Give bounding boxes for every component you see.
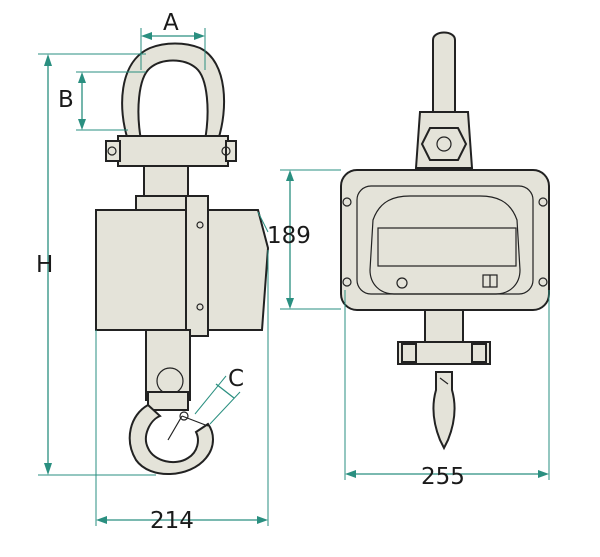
housing-rear bbox=[207, 209, 270, 331]
shackle-nut-left bbox=[105, 140, 121, 162]
dimension-label-189: 189 bbox=[267, 223, 311, 249]
bolt-icon bbox=[107, 146, 117, 156]
lower-neck bbox=[145, 329, 191, 401]
top-shackle bbox=[432, 31, 456, 113]
corner-screw-icon bbox=[342, 197, 352, 207]
screw-icon bbox=[196, 303, 204, 311]
front-hook-icon bbox=[432, 371, 456, 451]
dimension-label-214: 214 bbox=[150, 508, 194, 534]
dimension-label-255: 255 bbox=[421, 464, 465, 490]
dimension-label-a: A bbox=[163, 10, 179, 36]
shackle-pin-bar bbox=[117, 135, 229, 167]
display-bezel bbox=[369, 195, 521, 295]
swivel-hex-nut bbox=[420, 127, 468, 161]
shackle-nut-right bbox=[225, 140, 237, 162]
corner-screw-icon bbox=[538, 277, 548, 287]
front-view bbox=[340, 31, 550, 451]
lcd-screen bbox=[377, 227, 517, 267]
indicator-light-icon bbox=[396, 277, 408, 289]
hook-shank bbox=[147, 391, 189, 411]
dimension-lines bbox=[38, 28, 550, 526]
hook-icon bbox=[128, 403, 214, 475]
dimension-label-b: B bbox=[58, 87, 74, 113]
screw-icon bbox=[196, 221, 204, 229]
lower-pin-bar bbox=[397, 341, 491, 365]
corner-screw-icon bbox=[342, 277, 352, 287]
bolt-icon bbox=[221, 146, 231, 156]
upper-neck bbox=[143, 165, 189, 197]
lower-nut-left bbox=[401, 343, 417, 363]
lower-nut-right bbox=[471, 343, 487, 363]
housing-body bbox=[95, 209, 193, 331]
shackle-bow bbox=[121, 42, 226, 141]
dimension-label-c: C bbox=[228, 366, 244, 392]
swivel-bolt-icon bbox=[436, 136, 452, 152]
housing-flange bbox=[185, 195, 209, 337]
hook-latch bbox=[167, 415, 209, 441]
corner-screw-icon bbox=[538, 197, 548, 207]
dimension-label-h: H bbox=[36, 252, 53, 278]
side-view bbox=[95, 42, 270, 475]
